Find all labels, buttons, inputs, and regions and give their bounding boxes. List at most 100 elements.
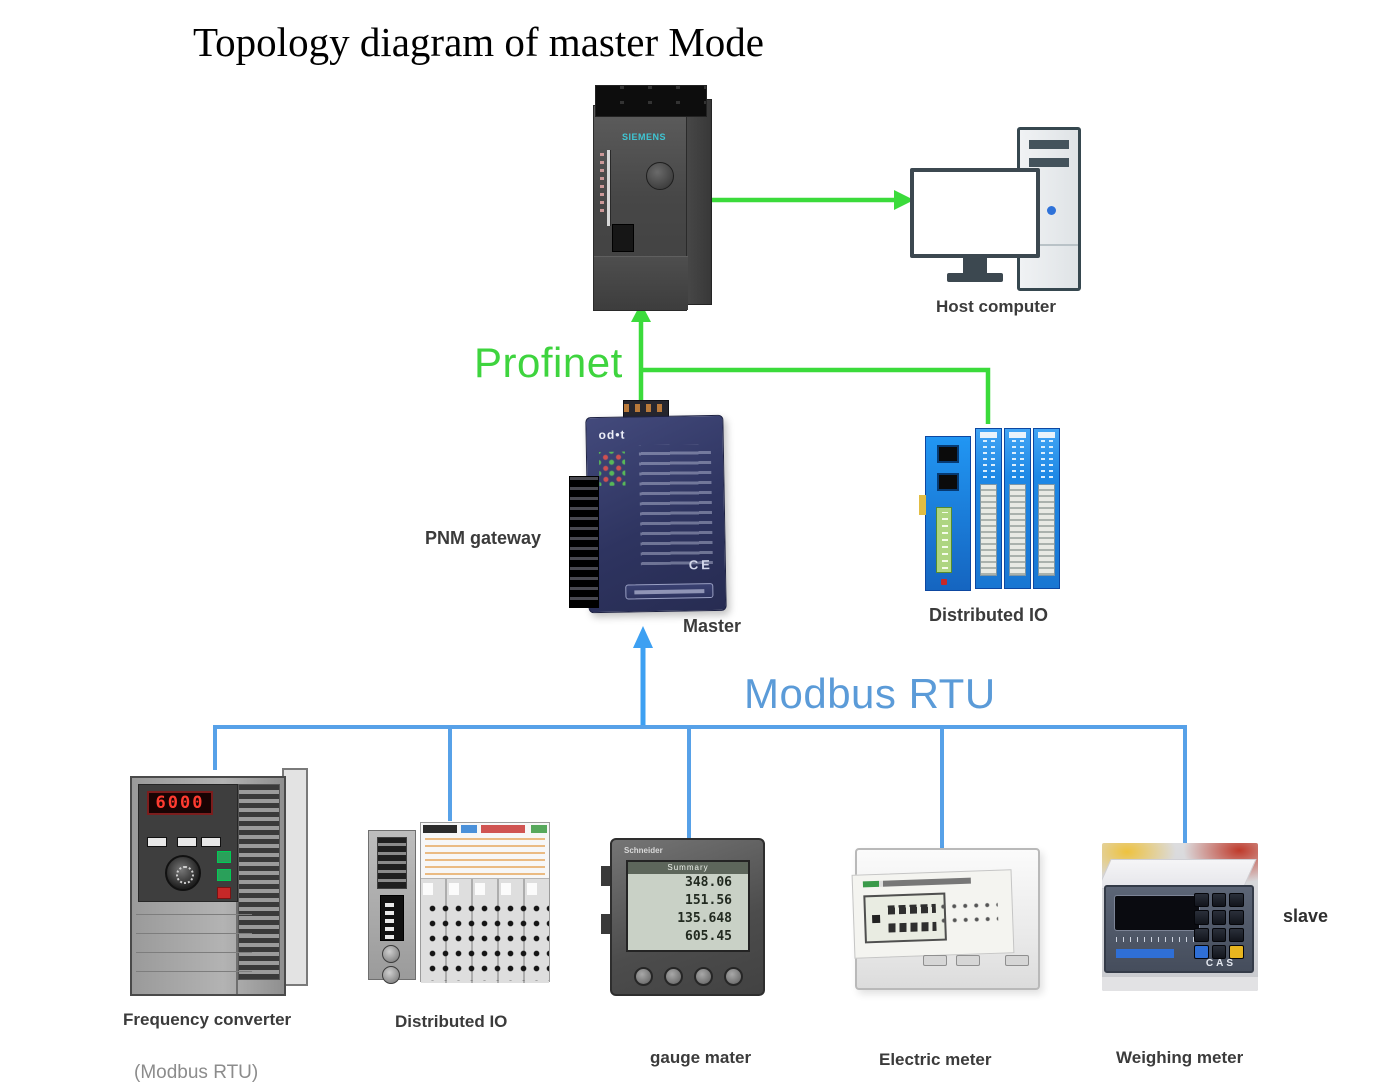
keypad-key (1211, 893, 1227, 908)
io2-fine-print (425, 837, 545, 875)
round-socket (382, 945, 400, 963)
keypad-key (1211, 927, 1227, 942)
lcd-header: Summary (628, 862, 748, 874)
ethernet-port (937, 473, 959, 491)
ce-mark: CE (688, 557, 714, 573)
header-red-bar (481, 825, 525, 833)
wm-tick-marks (1116, 937, 1198, 942)
io-module (975, 428, 1002, 589)
master-label: Master (683, 616, 742, 636)
io2-terminal-points (423, 897, 549, 981)
io2-windows (423, 883, 547, 895)
gateway-body: od•t CE (585, 414, 727, 614)
io-green-label-strip (936, 507, 952, 573)
keypad-key (1211, 944, 1227, 959)
distributed-io-top (919, 428, 1060, 595)
keypad-key-blue (1194, 944, 1209, 959)
io-yellow-tab (919, 495, 926, 515)
weighing-meter: CAS (1102, 843, 1258, 991)
fc-keypad-panel: 6000 (138, 784, 238, 902)
siemens-plc: SIEMENS (593, 85, 712, 311)
odot-logo: od•t (598, 427, 626, 442)
electric-meter-body (851, 848, 1040, 990)
wm-keypad (1194, 893, 1244, 959)
gauge-meter-body: Schneider Summary 348.06 151.56 135.648 … (610, 838, 765, 996)
lcd-reading: 605.45 (685, 929, 732, 944)
electric-meter (851, 848, 1040, 990)
host-computer-monitor (910, 168, 1040, 258)
wm-blue-strip (1116, 949, 1174, 958)
distributed-io-top-label: Distributed IO (929, 605, 1049, 625)
distributed-io-bottom-label: Distributed IO (395, 1012, 508, 1031)
fc-cover-seams (136, 910, 252, 990)
modbus-rtu-label: Modbus RTU (744, 670, 996, 717)
dip-switch-block (380, 895, 404, 941)
wm-table-surface (1102, 977, 1258, 991)
tower-power-led (1047, 206, 1056, 215)
monitor-stand-base (947, 273, 1003, 282)
fc-side-cover (282, 768, 308, 986)
gateway-terminal-block (569, 476, 599, 608)
ethernet-port (937, 445, 959, 463)
frequency-converter-sublabel: (Modbus RTU) (134, 1062, 259, 1083)
plc-status-leds (600, 152, 604, 212)
fc-body: 6000 (130, 776, 286, 996)
em-indicator-dots (935, 894, 999, 925)
profinet-label: Profinet (474, 339, 623, 386)
plc-lower-door (594, 256, 688, 310)
gateway-label-strip (625, 583, 714, 600)
fc-dial-knob (165, 855, 201, 891)
arrowhead-up-icon (631, 303, 651, 322)
schneider-logo: Schneider (624, 846, 663, 855)
io2-terminal-slices (421, 879, 549, 983)
host-computer-label: Host computer (936, 297, 1056, 316)
cas-logo: CAS (1205, 958, 1236, 969)
round-socket (382, 966, 400, 984)
io-module (1033, 428, 1060, 589)
io-coupler-module (919, 436, 971, 591)
fc-run-button (217, 851, 231, 863)
keypad-key-yellow (1229, 944, 1244, 959)
header-green-bar (531, 825, 547, 833)
slave-label: slave (1283, 906, 1329, 926)
gateway-spec-text (638, 444, 713, 566)
io2-terminal-rail (420, 822, 550, 983)
fc-button (147, 837, 167, 847)
wm-display (1114, 895, 1200, 931)
io-module (1004, 428, 1031, 589)
weighing-meter-label: Weighing meter (1116, 1048, 1244, 1067)
electric-meter-label: Electric meter (879, 1050, 992, 1069)
gauge-meter-label: gauge mater (650, 1048, 752, 1067)
keypad-key (1194, 910, 1209, 925)
keypad-key (1229, 893, 1244, 908)
arrowhead-right-icon (894, 190, 914, 210)
terminal-cover (1005, 955, 1029, 966)
pnm-gateway: od•t CE (563, 398, 731, 618)
io2-coupler (368, 830, 416, 984)
tower-seam (1020, 244, 1078, 246)
keypad-key (1229, 910, 1244, 925)
fc-run-button (217, 869, 231, 881)
keypad-key (1194, 893, 1209, 908)
em-lcd (863, 892, 947, 944)
fc-stop-button (217, 887, 231, 899)
frequency-converter: 6000 (130, 768, 308, 996)
lcd-reading: 135.648 (677, 911, 732, 926)
tower-drive-slot (1029, 140, 1069, 149)
fc-seven-segment-display: 6000 (147, 791, 213, 815)
keypad-key (1229, 927, 1244, 942)
siemens-logo: SIEMENS (622, 132, 667, 142)
keypad-key (1194, 927, 1209, 942)
lcd-reading: 151.56 (685, 893, 732, 908)
arrowhead-up-blue-icon (633, 626, 653, 648)
round-button (664, 967, 683, 986)
gateway-status-leds (598, 451, 626, 486)
header-black-bar (423, 825, 457, 833)
plc-front-panel: SIEMENS (593, 105, 688, 311)
em-terminal-covers (923, 955, 1029, 966)
em-brand-bar (862, 877, 971, 888)
round-button (724, 967, 743, 986)
plc-slot (607, 150, 610, 226)
